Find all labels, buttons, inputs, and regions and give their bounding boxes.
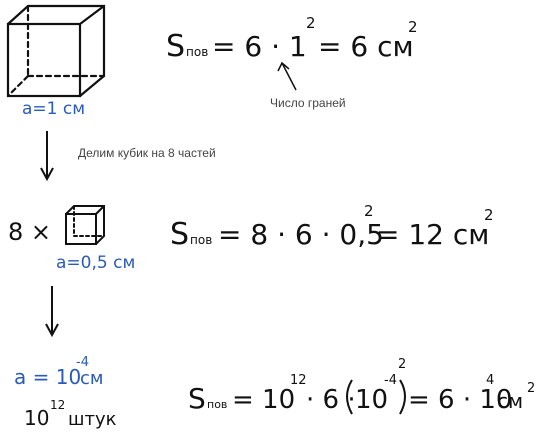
- formula-3-rhs: = 6 · 10: [408, 385, 512, 415]
- formula-1-right: = 6 см: [318, 30, 414, 63]
- down-arrow-1: [40, 131, 54, 182]
- formula-3-s: S: [188, 382, 206, 415]
- left-paren: [346, 379, 353, 415]
- formula-1-s: S: [166, 29, 185, 64]
- surface-formula-3: S пов = 10 12 · 6 · 10 -4 2 = 6 · 10 4 с…: [188, 357, 535, 415]
- formula-1-exp2: 2: [408, 18, 418, 36]
- side-length-label-3: a = 10 -4 см: [14, 355, 103, 389]
- side-length-3-base: a = 10: [14, 365, 81, 389]
- formula-1-left: = 6 · 1: [212, 30, 307, 63]
- formula-2-exp2: 2: [484, 206, 494, 224]
- cube-count-exp: 12: [50, 398, 65, 412]
- right-paren: [399, 379, 406, 415]
- formula-3-exp-a: 12: [290, 373, 307, 388]
- side-length-3-exp: -4: [76, 355, 89, 370]
- small-cube: [65, 205, 105, 245]
- cube-count-base: 10: [24, 406, 49, 430]
- formula-3-unit: см: [497, 389, 523, 413]
- side-length-label-1: a=1 см: [22, 99, 85, 119]
- down-arrow-2: [45, 286, 59, 338]
- side-length-3-unit: см: [80, 368, 103, 389]
- formula-2-sub: пов: [190, 233, 212, 247]
- formula-3-exp-d: 4: [486, 373, 494, 388]
- surface-formula-1: S пов = 6 · 1 2 = 6 см 2: [166, 14, 418, 64]
- surface-formula-2: S пов = 8 · 6 · 0,5 2 = 12 см 2: [170, 202, 494, 252]
- formula-1-exp1: 2: [306, 14, 316, 32]
- divide-caption: Делим кубик на 8 частей: [78, 146, 216, 160]
- formula-3-sub: пов: [207, 398, 227, 411]
- formula-3-exp-c: 2: [398, 357, 406, 372]
- annotation-pointer-arrow: [277, 61, 297, 91]
- formula-3-paren-base: 10: [355, 385, 388, 415]
- formula-2-right: = 12 см: [376, 218, 489, 251]
- cube-count-label: 10 12 штук: [24, 398, 117, 430]
- large-cube: [6, 4, 106, 98]
- faces-annotation: Число граней: [270, 96, 346, 110]
- formula-1-sub: пов: [186, 45, 208, 59]
- formula-3-exp-b: -4: [384, 373, 397, 388]
- formula-3-eq: = 10: [232, 385, 295, 415]
- formula-2-exp1: 2: [364, 202, 374, 220]
- cube-count-unit: штук: [68, 409, 117, 430]
- formula-3-exp-e: 2: [527, 381, 535, 396]
- multiplier-8: 8 ×: [8, 218, 51, 246]
- side-length-label-2: a=0,5 см: [56, 253, 135, 273]
- formula-2-left: = 8 · 6 · 0,5: [218, 218, 384, 251]
- formula-2-s: S: [170, 217, 189, 252]
